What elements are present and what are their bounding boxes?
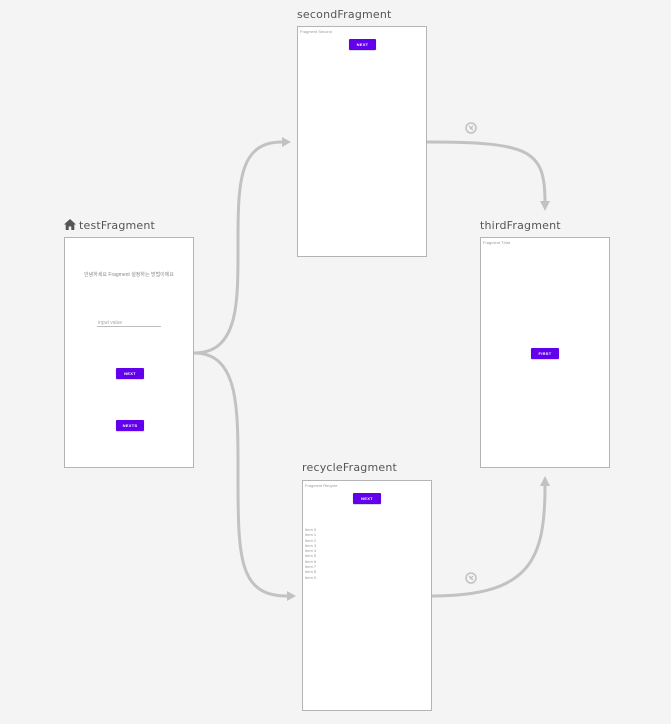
arrow-recycle-to-third[interactable] [430,484,547,598]
list-item[interactable]: Item 6 [305,558,317,564]
third-fragment-title: thirdFragment [480,219,561,232]
list-item[interactable]: Item 3 [305,542,317,548]
arrowhead-third-top [540,201,550,211]
home-icon [64,219,76,230]
list-item[interactable]: Item 0 [305,527,317,532]
test-fragment-title: testFragment [79,219,156,232]
test-nexts-button[interactable]: NEXTS [116,420,144,431]
recycle-fragment-caption: Fragment Recycle [305,483,338,488]
input-value-field[interactable]: input value [98,320,123,326]
recycle-item-list[interactable]: Item 0 Item 1 Item 2 Item 3 Item 4 Item … [305,527,316,580]
second-fragment-caption: Fragment Second [300,29,332,34]
third-fragment-frame[interactable]: Fragment Third FIRST [480,237,610,468]
list-item[interactable]: Item 7 [305,564,317,570]
recycle-next-button[interactable]: NEXT [353,493,381,504]
action-icon[interactable] [465,572,477,584]
test-fragment-frame[interactable]: 안녕하세요 Fragment 설정하는 방법이에요 input value NE… [64,237,194,468]
third-first-button[interactable]: FIRST [531,348,559,359]
list-item[interactable]: Item 4 [305,548,317,554]
second-fragment-frame[interactable]: Fragment Second NEXT [297,26,427,257]
second-next-button[interactable]: NEXT [349,39,376,50]
input-underline [97,326,161,327]
second-fragment-title: secondFragment [297,8,392,21]
third-fragment-caption: Fragment Third [483,240,511,245]
action-icon[interactable] [465,122,477,134]
recycle-fragment-title: recycleFragment [302,461,398,474]
test-fragment-title-row: testFragment [64,219,155,232]
greeting-text: 안녕하세요 Fragment 설정하는 방법이에요 [84,272,174,278]
list-item[interactable]: Item 8 [305,569,317,575]
arrowhead-second [282,137,291,147]
list-item[interactable]: Item 5 [305,553,317,559]
arrow-test-to-second[interactable] [192,140,284,355]
recycle-fragment-frame[interactable]: Fragment Recycle NEXT Item 0 Item 1 Item… [302,480,432,711]
list-item[interactable]: Item 9 [305,574,317,580]
arrow-second-to-third[interactable] [425,140,547,204]
arrowhead-recycle [287,591,296,601]
arrowhead-third-bottom [540,476,550,486]
list-item[interactable]: Item 2 [305,537,317,543]
arrow-test-to-recycle[interactable] [192,351,289,598]
list-item[interactable]: Item 1 [305,532,317,538]
test-next-button[interactable]: NEXT [116,368,144,379]
